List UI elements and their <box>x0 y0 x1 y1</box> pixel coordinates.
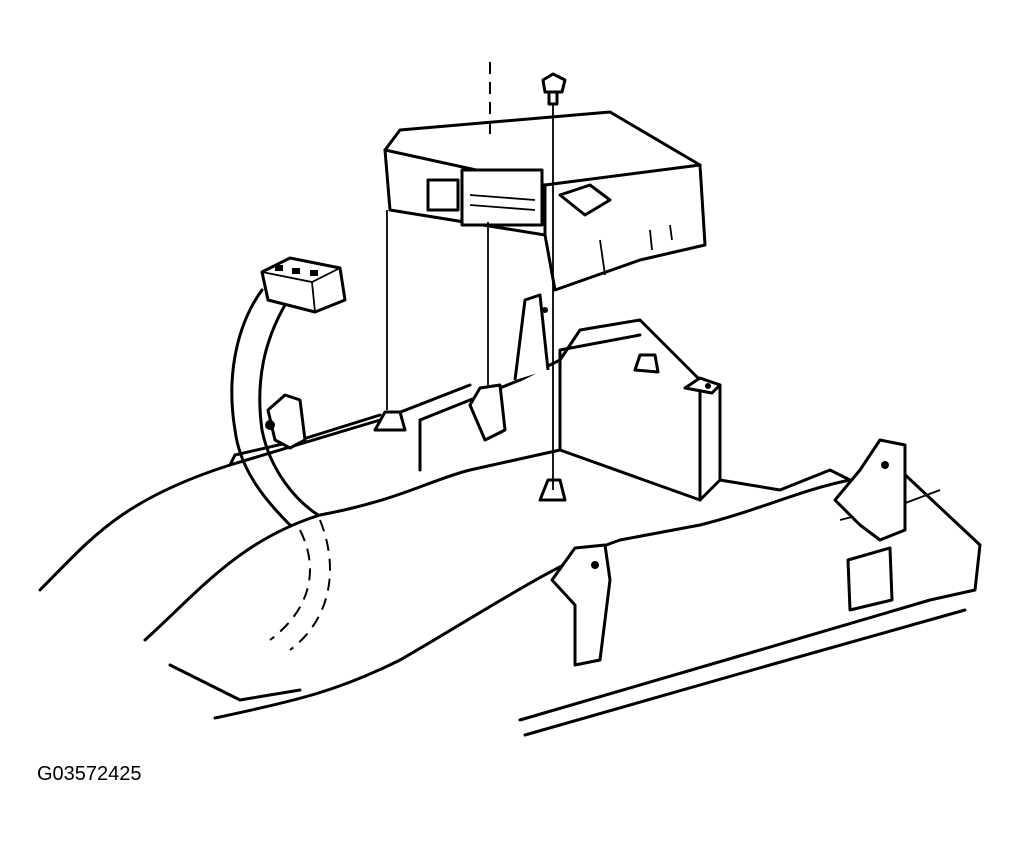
figure-id-label: G03572425 <box>37 763 142 785</box>
bracket-front-right <box>833 438 907 612</box>
module-icon <box>383 110 707 292</box>
bracket-front-left <box>550 543 612 667</box>
bracket-center <box>265 293 722 502</box>
wiring-harness <box>230 288 331 651</box>
alignment-lines <box>386 62 554 490</box>
bolt-icon <box>541 72 567 106</box>
connector-icon <box>260 256 347 314</box>
console-base <box>38 318 982 737</box>
